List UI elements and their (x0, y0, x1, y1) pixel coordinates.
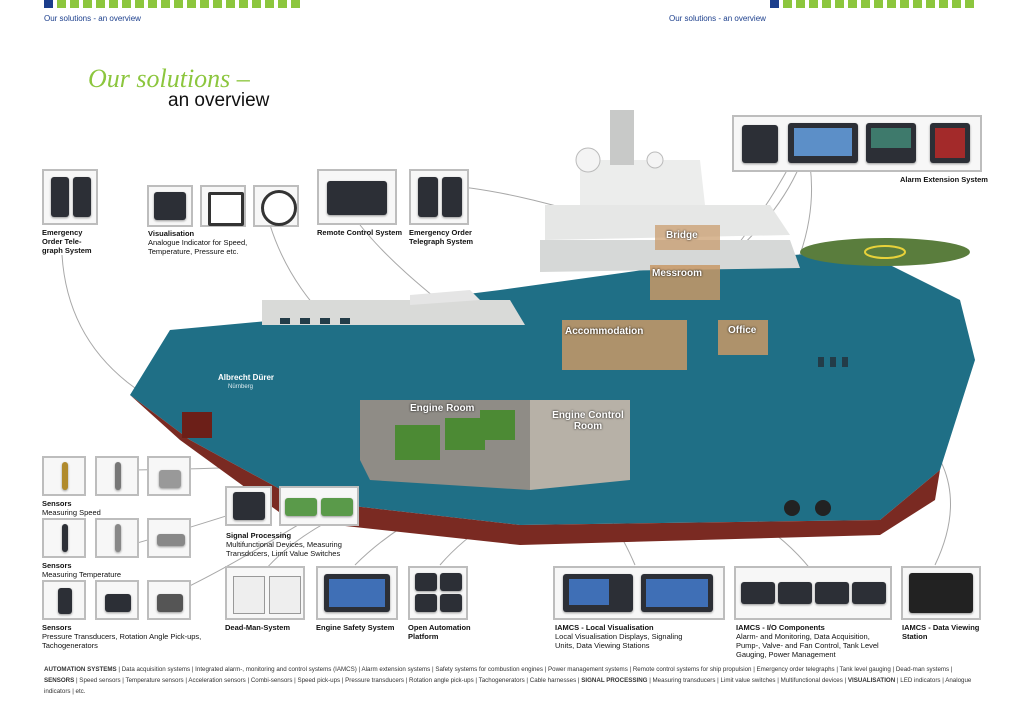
local-vis-image (553, 566, 725, 620)
dead-man-image (225, 566, 305, 620)
engine-safety-image (316, 566, 398, 620)
office-cutaway (718, 320, 768, 355)
header-left: Our solutions - an overview (44, 14, 141, 23)
signal-image-2 (279, 486, 359, 526)
sensor-pressure-3 (147, 580, 191, 620)
eot-right-image (409, 169, 469, 225)
signal-image-1 (225, 486, 272, 526)
top-bar-left (44, 0, 300, 8)
eot-left-label: Emergency Order Tele-graph System (42, 228, 92, 255)
page-title-line2: an overview (168, 90, 270, 111)
bridge-cutaway (655, 225, 720, 250)
zone-bridge: Bridge (666, 230, 698, 241)
alarm-extension-image (732, 115, 982, 172)
vis-image-3 (253, 185, 299, 227)
zone-engine-room: Engine Room (410, 403, 475, 414)
vis-image-2 (200, 185, 246, 227)
open-automation-label: Open Automation Platform (408, 623, 471, 641)
messroom-cutaway (650, 265, 720, 300)
footer-text: AUTOMATION SYSTEMS | Data acquisition sy… (44, 666, 972, 695)
page-title-line1: Our solutions – (88, 64, 250, 93)
ecr-cutaway (530, 400, 630, 490)
sensor-pressure-1 (42, 580, 86, 620)
engine-safety-label: Engine Safety System (316, 623, 395, 632)
vis-image-1 (147, 185, 193, 227)
dvs-image (901, 566, 981, 620)
top-bar-right (770, 0, 974, 8)
remote-control-image (317, 169, 397, 225)
eot-left-image (42, 169, 98, 225)
eot-right-label: Emergency Order Telegraph System (409, 228, 474, 246)
zone-engine-control-room: Engine Control Room (552, 410, 624, 432)
remote-control-label: Remote Control System (317, 228, 403, 237)
open-automation-image (408, 566, 468, 620)
zone-office: Office (728, 325, 757, 336)
ship-name: Albrecht Dürer (218, 373, 275, 382)
zone-messroom: Messroom (652, 268, 703, 279)
sensor-speed-1 (42, 456, 86, 496)
sensor-pressure-2 (95, 580, 139, 620)
zone-accommodation: Accommodation (565, 326, 644, 337)
sensor-speed-3 (147, 456, 191, 496)
io-components-image (734, 566, 892, 620)
sensor-temp-3 (147, 518, 191, 558)
sensor-speed-2 (95, 456, 139, 496)
dead-man-label: Dead-Man-System (225, 623, 291, 632)
sensor-temp-2 (95, 518, 139, 558)
sensor-temp-1 (42, 518, 86, 558)
accommodation-cutaway (562, 320, 687, 370)
alarm-extension-label: Alarm Extension System (900, 175, 988, 184)
dvs-label: IAMCS - Data Viewing Station (902, 623, 980, 641)
header-right: Our solutions - an overview (669, 14, 766, 23)
ship-port: Nürnberg (228, 384, 254, 390)
